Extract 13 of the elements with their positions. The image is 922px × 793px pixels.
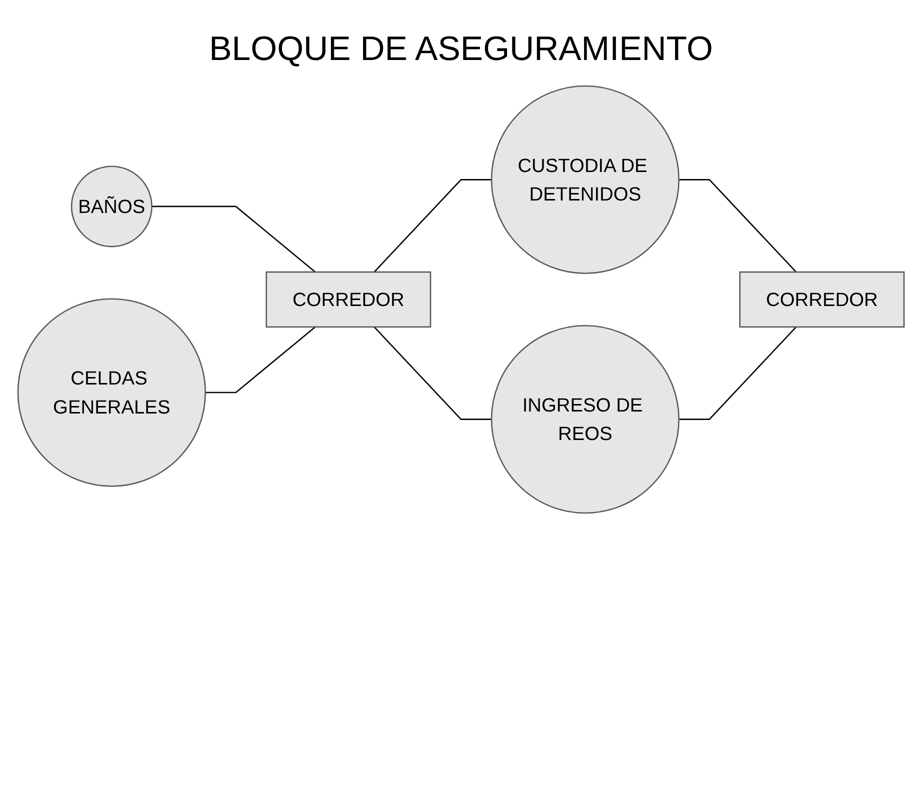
connector (374, 179, 492, 272)
node-box: CORREDOR (739, 271, 905, 328)
node-circle: INGRESO DE REOS (490, 324, 680, 514)
diagram-title: BLOQUE DE ASEGURAMIENTO (208, 30, 714, 69)
node-circle: CUSTODIA DE DETENIDOS (490, 85, 680, 274)
connector (678, 326, 797, 420)
node-box: CORREDOR (266, 271, 432, 328)
connector (374, 326, 492, 420)
connector (205, 326, 316, 394)
node-circle: BAÑOS (70, 166, 152, 248)
connector (678, 179, 797, 272)
connector (152, 206, 316, 273)
node-circle: CELDAS GENERALES (17, 298, 206, 487)
